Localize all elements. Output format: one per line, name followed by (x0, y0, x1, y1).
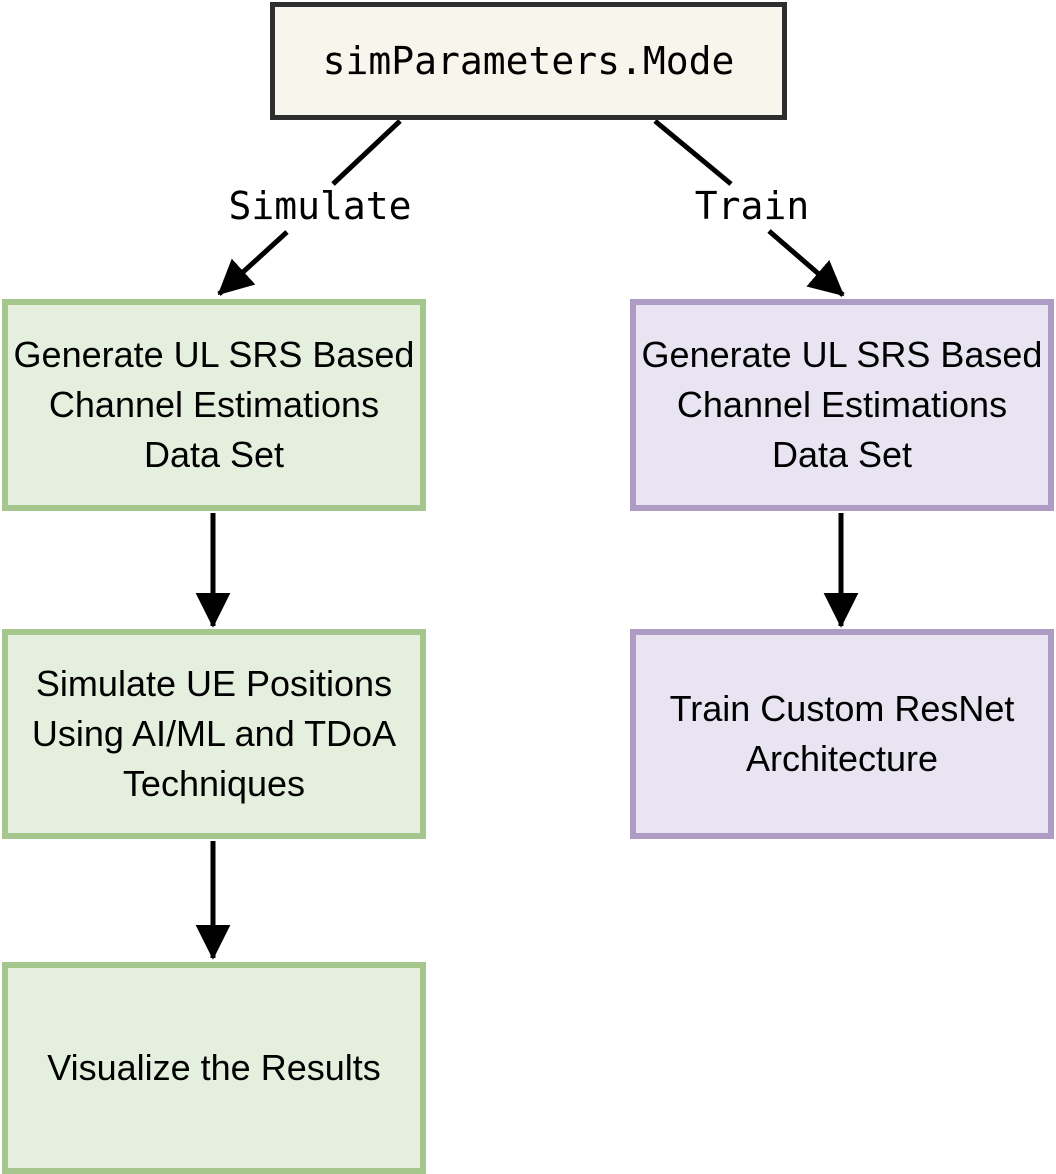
train-node-train-resnet: Train Custom ResNet Architecture (630, 629, 1054, 839)
edge-train-label-to-node (767, 229, 845, 297)
node-label: Simulate UE Positions Using AI/ML and TD… (31, 663, 397, 804)
edge-label-train: Train (694, 184, 810, 228)
edge-root-to-simulate-label (331, 119, 402, 186)
simulate-node-simulate-positions: Simulate UE Positions Using AI/ML and TD… (2, 629, 426, 839)
edge-simulate-label-to-node (217, 230, 289, 296)
root-node: simParameters.Mode (270, 2, 787, 120)
node-label: Visualize the Results (47, 1047, 381, 1088)
edge-label-simulate: Simulate (228, 184, 412, 228)
root-node-label: simParameters.Mode (322, 39, 735, 83)
node-label: Train Custom ResNet Architecture (669, 688, 1015, 779)
train-node-generate-dataset: Generate UL SRS Based Channel Estimation… (630, 299, 1054, 511)
simulate-node-visualize-results: Visualize the Results (2, 962, 426, 1174)
edge-root-to-train-label (653, 119, 733, 186)
node-label: Generate UL SRS Based Channel Estimation… (13, 334, 415, 475)
node-label: Generate UL SRS Based Channel Estimation… (641, 334, 1043, 475)
simulate-node-generate-dataset: Generate UL SRS Based Channel Estimation… (2, 299, 426, 511)
